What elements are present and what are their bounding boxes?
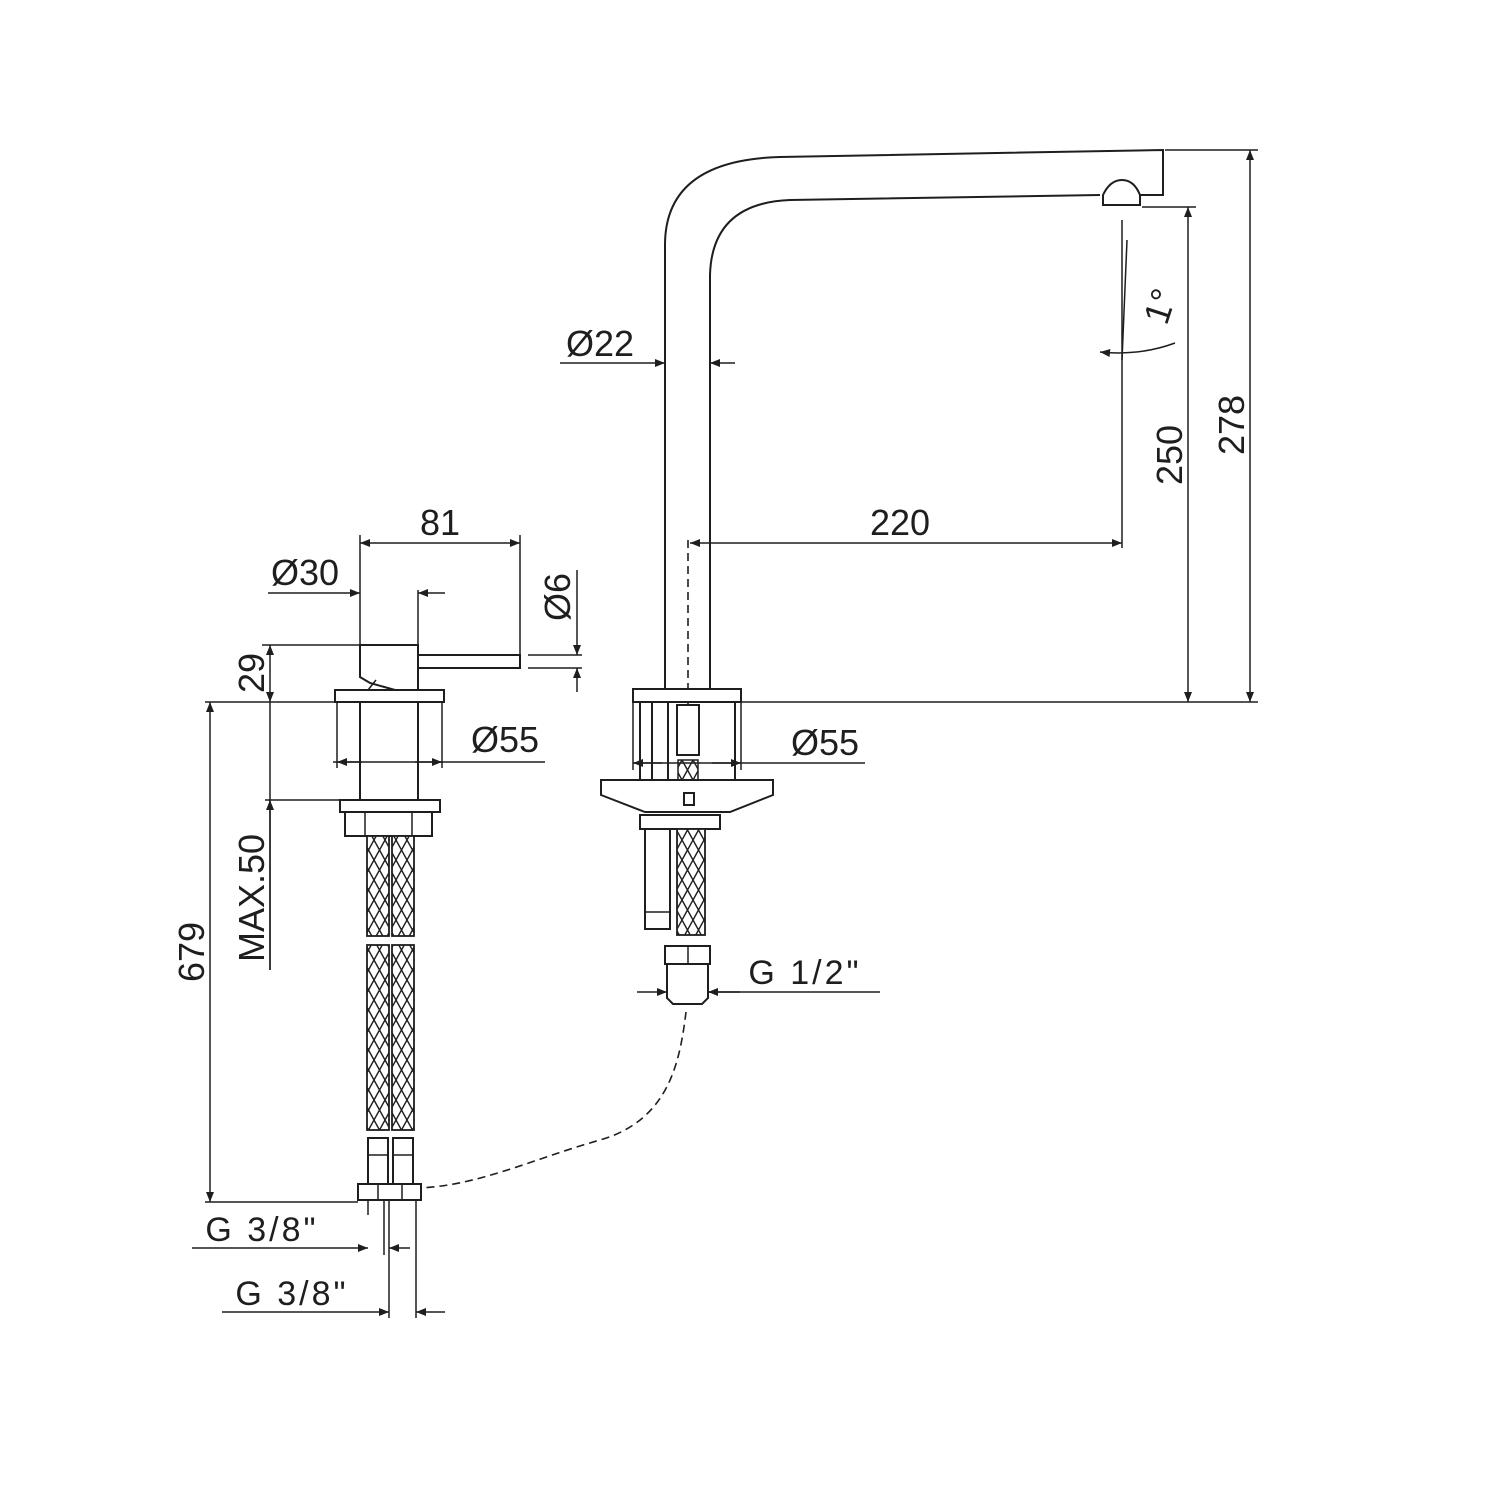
lever-base-diameter-label: Ø55 [471, 719, 539, 760]
hose-length-label: 679 [171, 922, 212, 982]
handle-diameter-label: Ø6 [537, 573, 578, 621]
side-lever-dimensions: 81 Ø30 Ø6 29 Ø55 MAX.50 679 G 3/8" G 3/8… [171, 502, 582, 1316]
spout-base-diameter-label: Ø55 [791, 722, 859, 763]
connection-label-2: G 3/8" [235, 1275, 348, 1313]
angle-label: 1° [1135, 283, 1185, 328]
side-lever-assembly [334, 644, 521, 1318]
reach-label: 220 [870, 502, 930, 543]
height-label: 29 [231, 653, 272, 693]
spout-diameter-label: Ø22 [566, 323, 634, 364]
lever-length-label: 81 [420, 502, 460, 543]
max-deck-label: MAX.50 [231, 834, 272, 962]
spout-dimensions: 220 Ø22 1° 250 278 Ø55 G 1/2" [560, 149, 1258, 996]
total-height-label: 278 [1211, 395, 1252, 455]
connection-label-1: G 3/8" [205, 1211, 318, 1249]
spout-connection-label: G 1/2" [748, 954, 861, 992]
body-diameter-label: Ø30 [271, 552, 339, 593]
outlet-height-label: 250 [1149, 425, 1190, 485]
spout-assembly [419, 148, 1164, 1189]
